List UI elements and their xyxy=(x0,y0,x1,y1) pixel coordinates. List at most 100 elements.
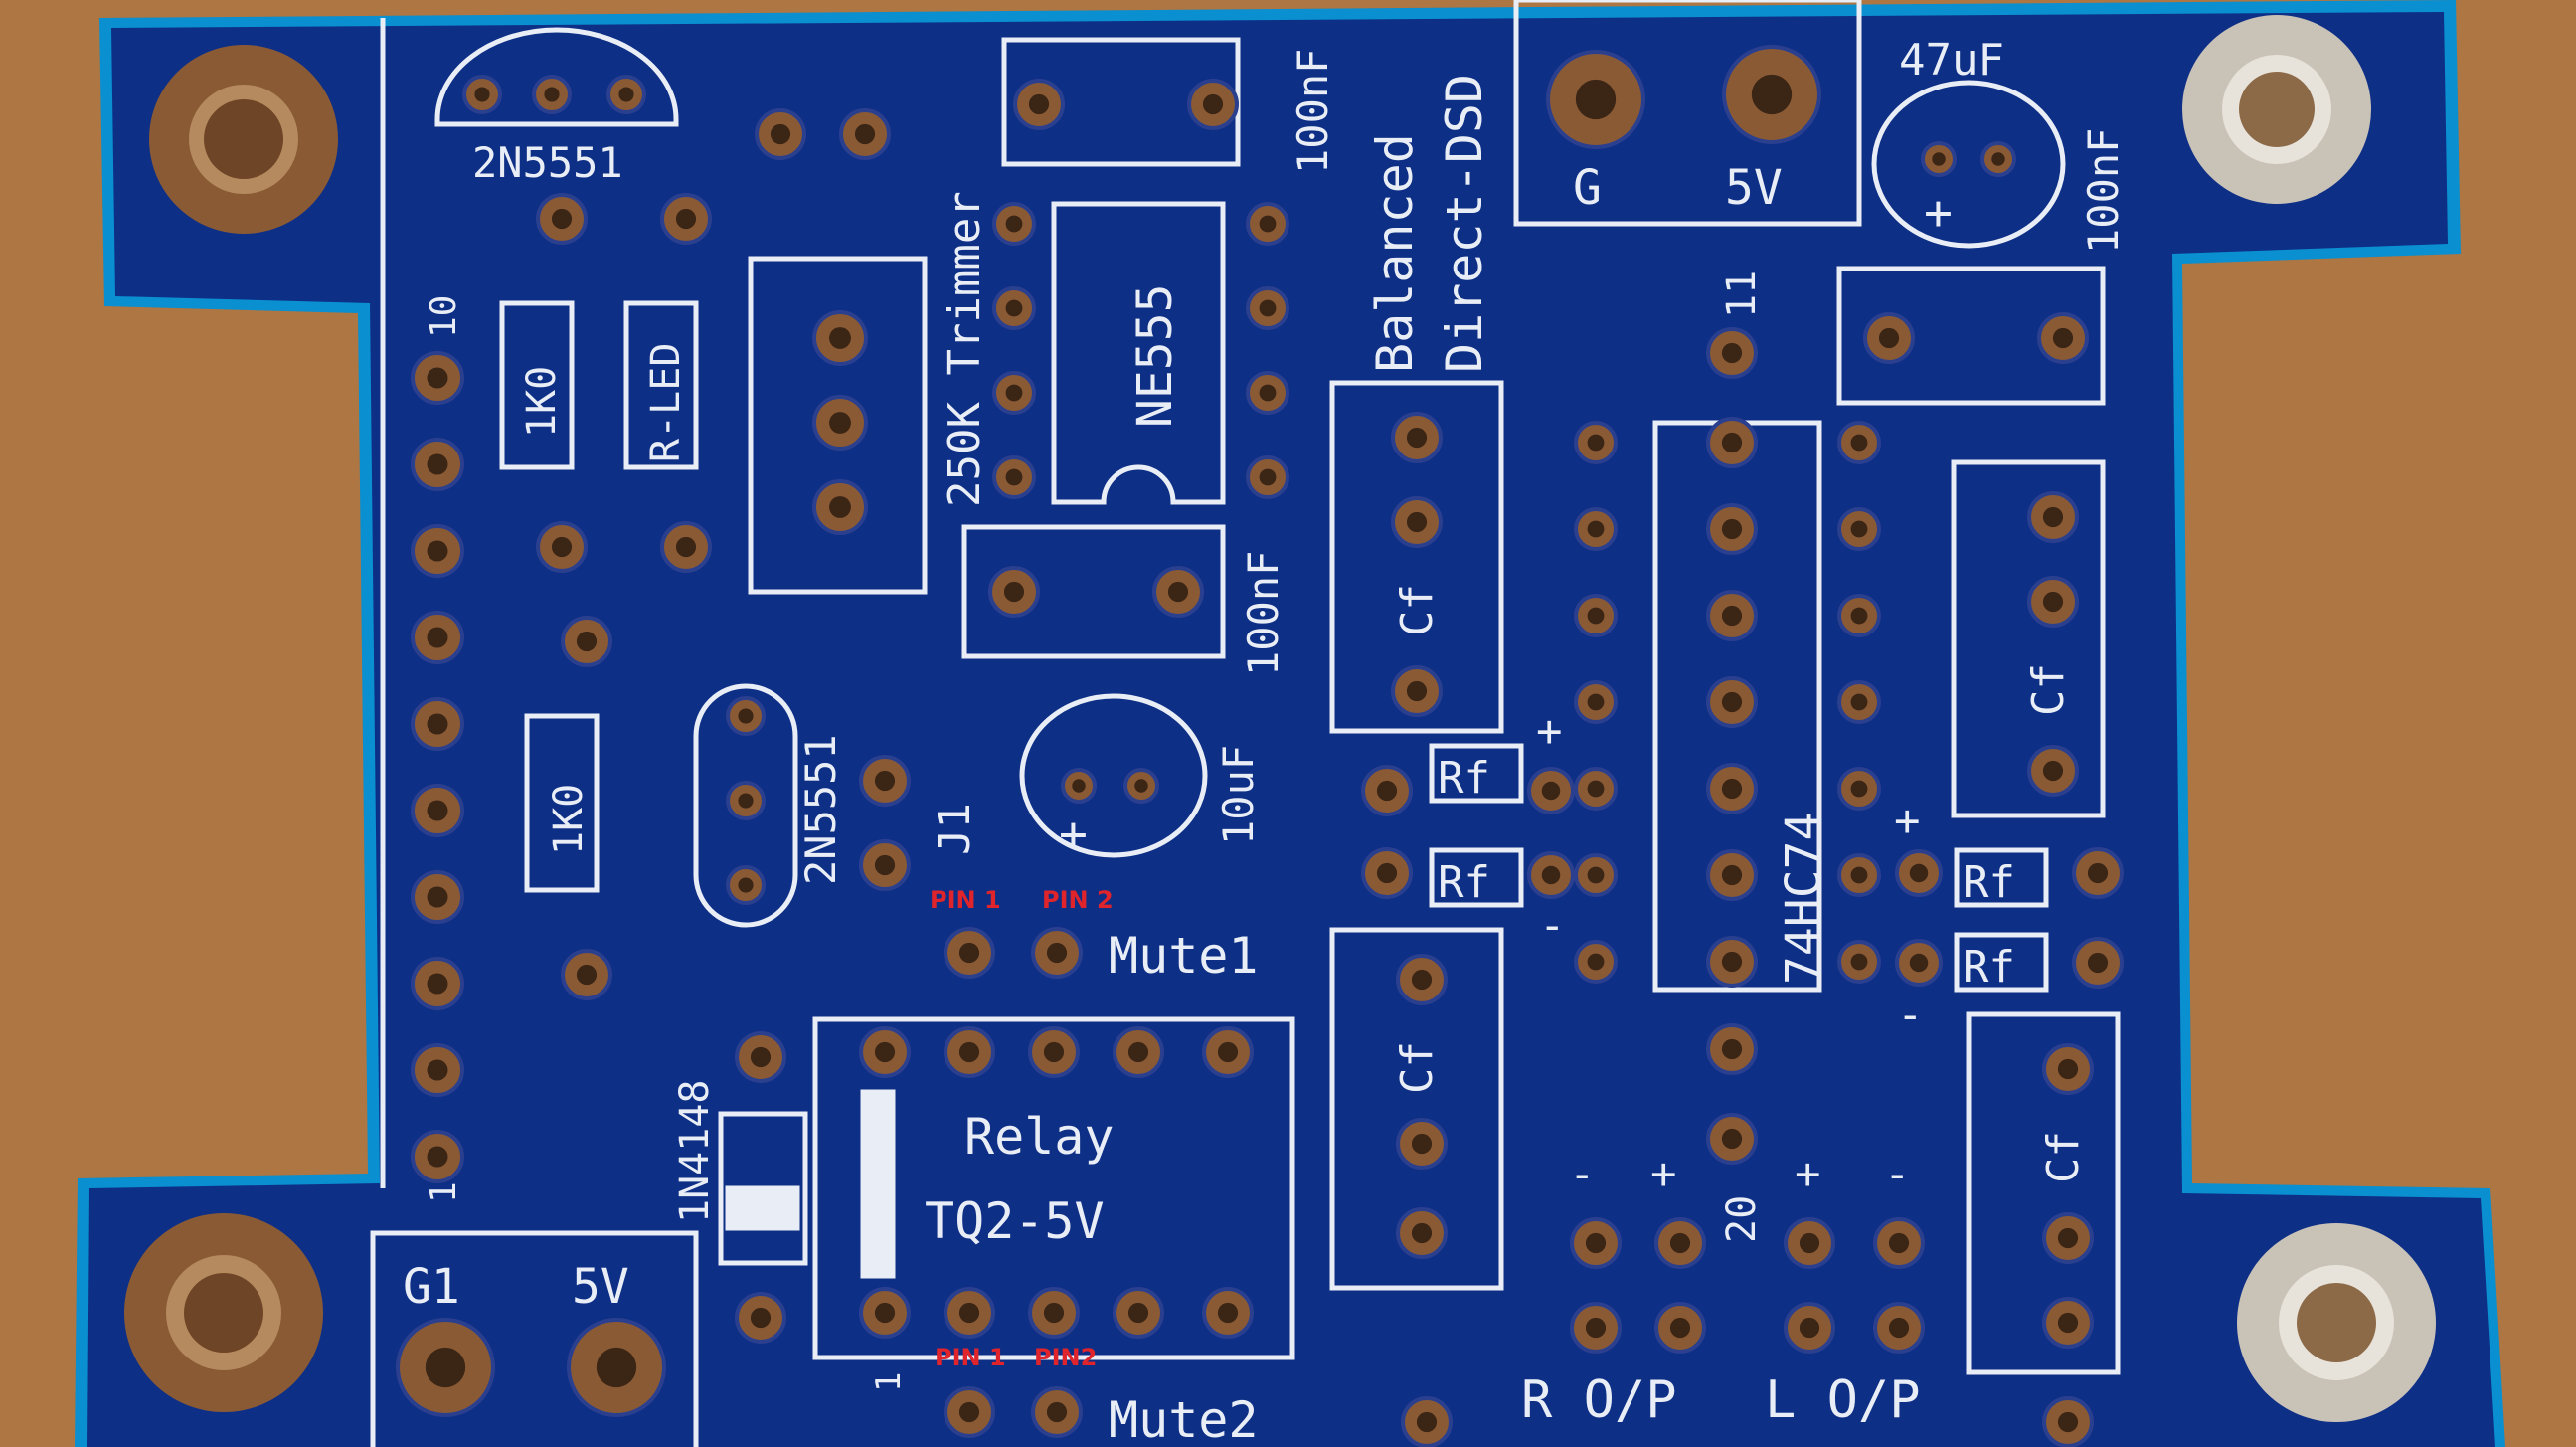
mute1-label: Mute1 xyxy=(1109,927,1259,985)
solder-pad xyxy=(536,193,588,245)
solder-pad xyxy=(396,1318,495,1417)
mounting-holes xyxy=(124,15,2436,1422)
jumper-label: J1 xyxy=(930,803,980,855)
solder-pad xyxy=(992,371,1036,415)
solder-pad xyxy=(1028,1287,1080,1339)
solder-pad xyxy=(1574,507,1618,551)
solder-pad xyxy=(411,524,464,578)
solder-pad xyxy=(1837,421,1881,464)
solder-pad xyxy=(1028,1026,1080,1078)
solder-pad xyxy=(1391,665,1443,717)
r2-label: 1K0 xyxy=(546,784,592,855)
solder-pad xyxy=(2027,491,2079,543)
solder-pad xyxy=(462,75,502,114)
solder-pad xyxy=(1202,1287,1254,1339)
rf-4-label: Rf xyxy=(1963,942,2015,993)
r1-label: 1K0 xyxy=(519,366,565,438)
ne555-label: NE555 xyxy=(1127,284,1183,429)
solder-pad xyxy=(1706,936,1758,988)
relay-label-line1: Relay xyxy=(964,1108,1115,1166)
solder-pad xyxy=(1837,680,1881,724)
solder-pad xyxy=(2042,1297,2094,1349)
solder-pad xyxy=(1863,312,1915,364)
solder-pad xyxy=(2027,745,2079,797)
cf-4-outline xyxy=(1966,1011,2121,1375)
solder-pad xyxy=(1527,767,1575,814)
solder-pad xyxy=(1706,1023,1758,1075)
solder-pad xyxy=(992,202,1036,246)
solder-pad xyxy=(1396,954,1448,1005)
solder-pad xyxy=(1361,847,1413,899)
r2-outline xyxy=(524,713,600,893)
relay-pin1-label: 1 xyxy=(869,1372,909,1392)
solder-pad xyxy=(561,949,612,1000)
rf-4-box xyxy=(1954,932,2049,993)
solder-pad xyxy=(2042,1212,2094,1264)
solder-pad xyxy=(1837,853,1881,897)
cf-4-label: Cf xyxy=(2038,1131,2089,1183)
solder-pad xyxy=(411,784,464,837)
pads xyxy=(396,45,2124,1447)
ic-pin-11-label: 11 xyxy=(1719,271,1765,318)
pwr-g1-label: G1 xyxy=(403,1259,460,1315)
solder-pad xyxy=(992,286,1036,330)
solder-pad xyxy=(411,697,464,751)
r-led-label: R-LED xyxy=(643,343,689,462)
mounting-hole xyxy=(2182,15,2371,204)
q2-label: 2N5551 xyxy=(796,734,845,885)
solder-pad xyxy=(1391,412,1443,463)
board-title-line2: Direct-DSD xyxy=(1436,74,1493,373)
solder-pad xyxy=(1574,940,1618,984)
cap-47uf-label: 47uF xyxy=(1899,35,2004,86)
mute1-pin2-annotation: PIN 2 xyxy=(1042,886,1114,914)
solder-pad xyxy=(1706,676,1758,728)
relay-label-line2: TQ2-5V xyxy=(925,1192,1105,1250)
r-op-plus: + xyxy=(1650,1149,1677,1199)
cap-10uf-outline xyxy=(1019,693,1208,858)
diode-label: 1N4148 xyxy=(672,1080,718,1224)
solder-pad xyxy=(944,1026,995,1078)
op-a-minus: - xyxy=(1539,900,1566,951)
solder-pad xyxy=(1401,1396,1453,1447)
op-b-minus: - xyxy=(1897,990,1924,1040)
solder-pad xyxy=(1574,767,1618,811)
solder-pad xyxy=(1246,371,1289,415)
q1-label: 2N5551 xyxy=(472,138,623,187)
solder-pad xyxy=(532,75,572,114)
cap-100nf-mid-outline xyxy=(961,524,1226,659)
cf-3-outline xyxy=(1951,459,2106,818)
solder-pad xyxy=(859,1026,911,1078)
r1-outline xyxy=(499,300,575,470)
silkscreen-outlines xyxy=(370,0,2121,1447)
cap-100nf-mid-label: 100nF xyxy=(1239,551,1288,676)
solder-pad xyxy=(2072,847,2124,899)
ne555-outline xyxy=(1051,201,1226,505)
solder-pad xyxy=(988,566,1040,618)
solder-pad xyxy=(567,1318,666,1417)
mounting-hole xyxy=(2237,1223,2436,1422)
cf-1-label: Cf xyxy=(1392,584,1443,636)
solder-pad xyxy=(2042,1043,2094,1095)
q2-outline xyxy=(693,683,798,928)
solder-pad xyxy=(1246,202,1289,246)
ic-pin-20-label: 20 xyxy=(1719,1195,1765,1243)
solder-pad xyxy=(536,521,588,573)
solder-pad xyxy=(944,1386,995,1438)
pwr-top-outline xyxy=(1513,0,1862,227)
cap-100nf-top-label: 100nF xyxy=(1288,49,1337,174)
solder-pad xyxy=(1722,45,1821,144)
solder-pad xyxy=(411,351,464,405)
cap-47uf-outline xyxy=(1871,80,2066,249)
rf-1-box xyxy=(1429,743,1524,804)
solder-pad xyxy=(1706,849,1758,901)
solder-pad xyxy=(1391,496,1443,548)
solder-pad xyxy=(1246,286,1289,330)
solder-pad xyxy=(1873,1302,1925,1354)
solder-pad xyxy=(1061,768,1097,804)
l-op-label: L O/P xyxy=(1765,1370,1921,1430)
solder-pad xyxy=(1837,940,1881,984)
rf-2-label: Rf xyxy=(1438,857,1490,908)
solder-pad xyxy=(1361,765,1413,816)
solder-pad xyxy=(859,1287,911,1339)
